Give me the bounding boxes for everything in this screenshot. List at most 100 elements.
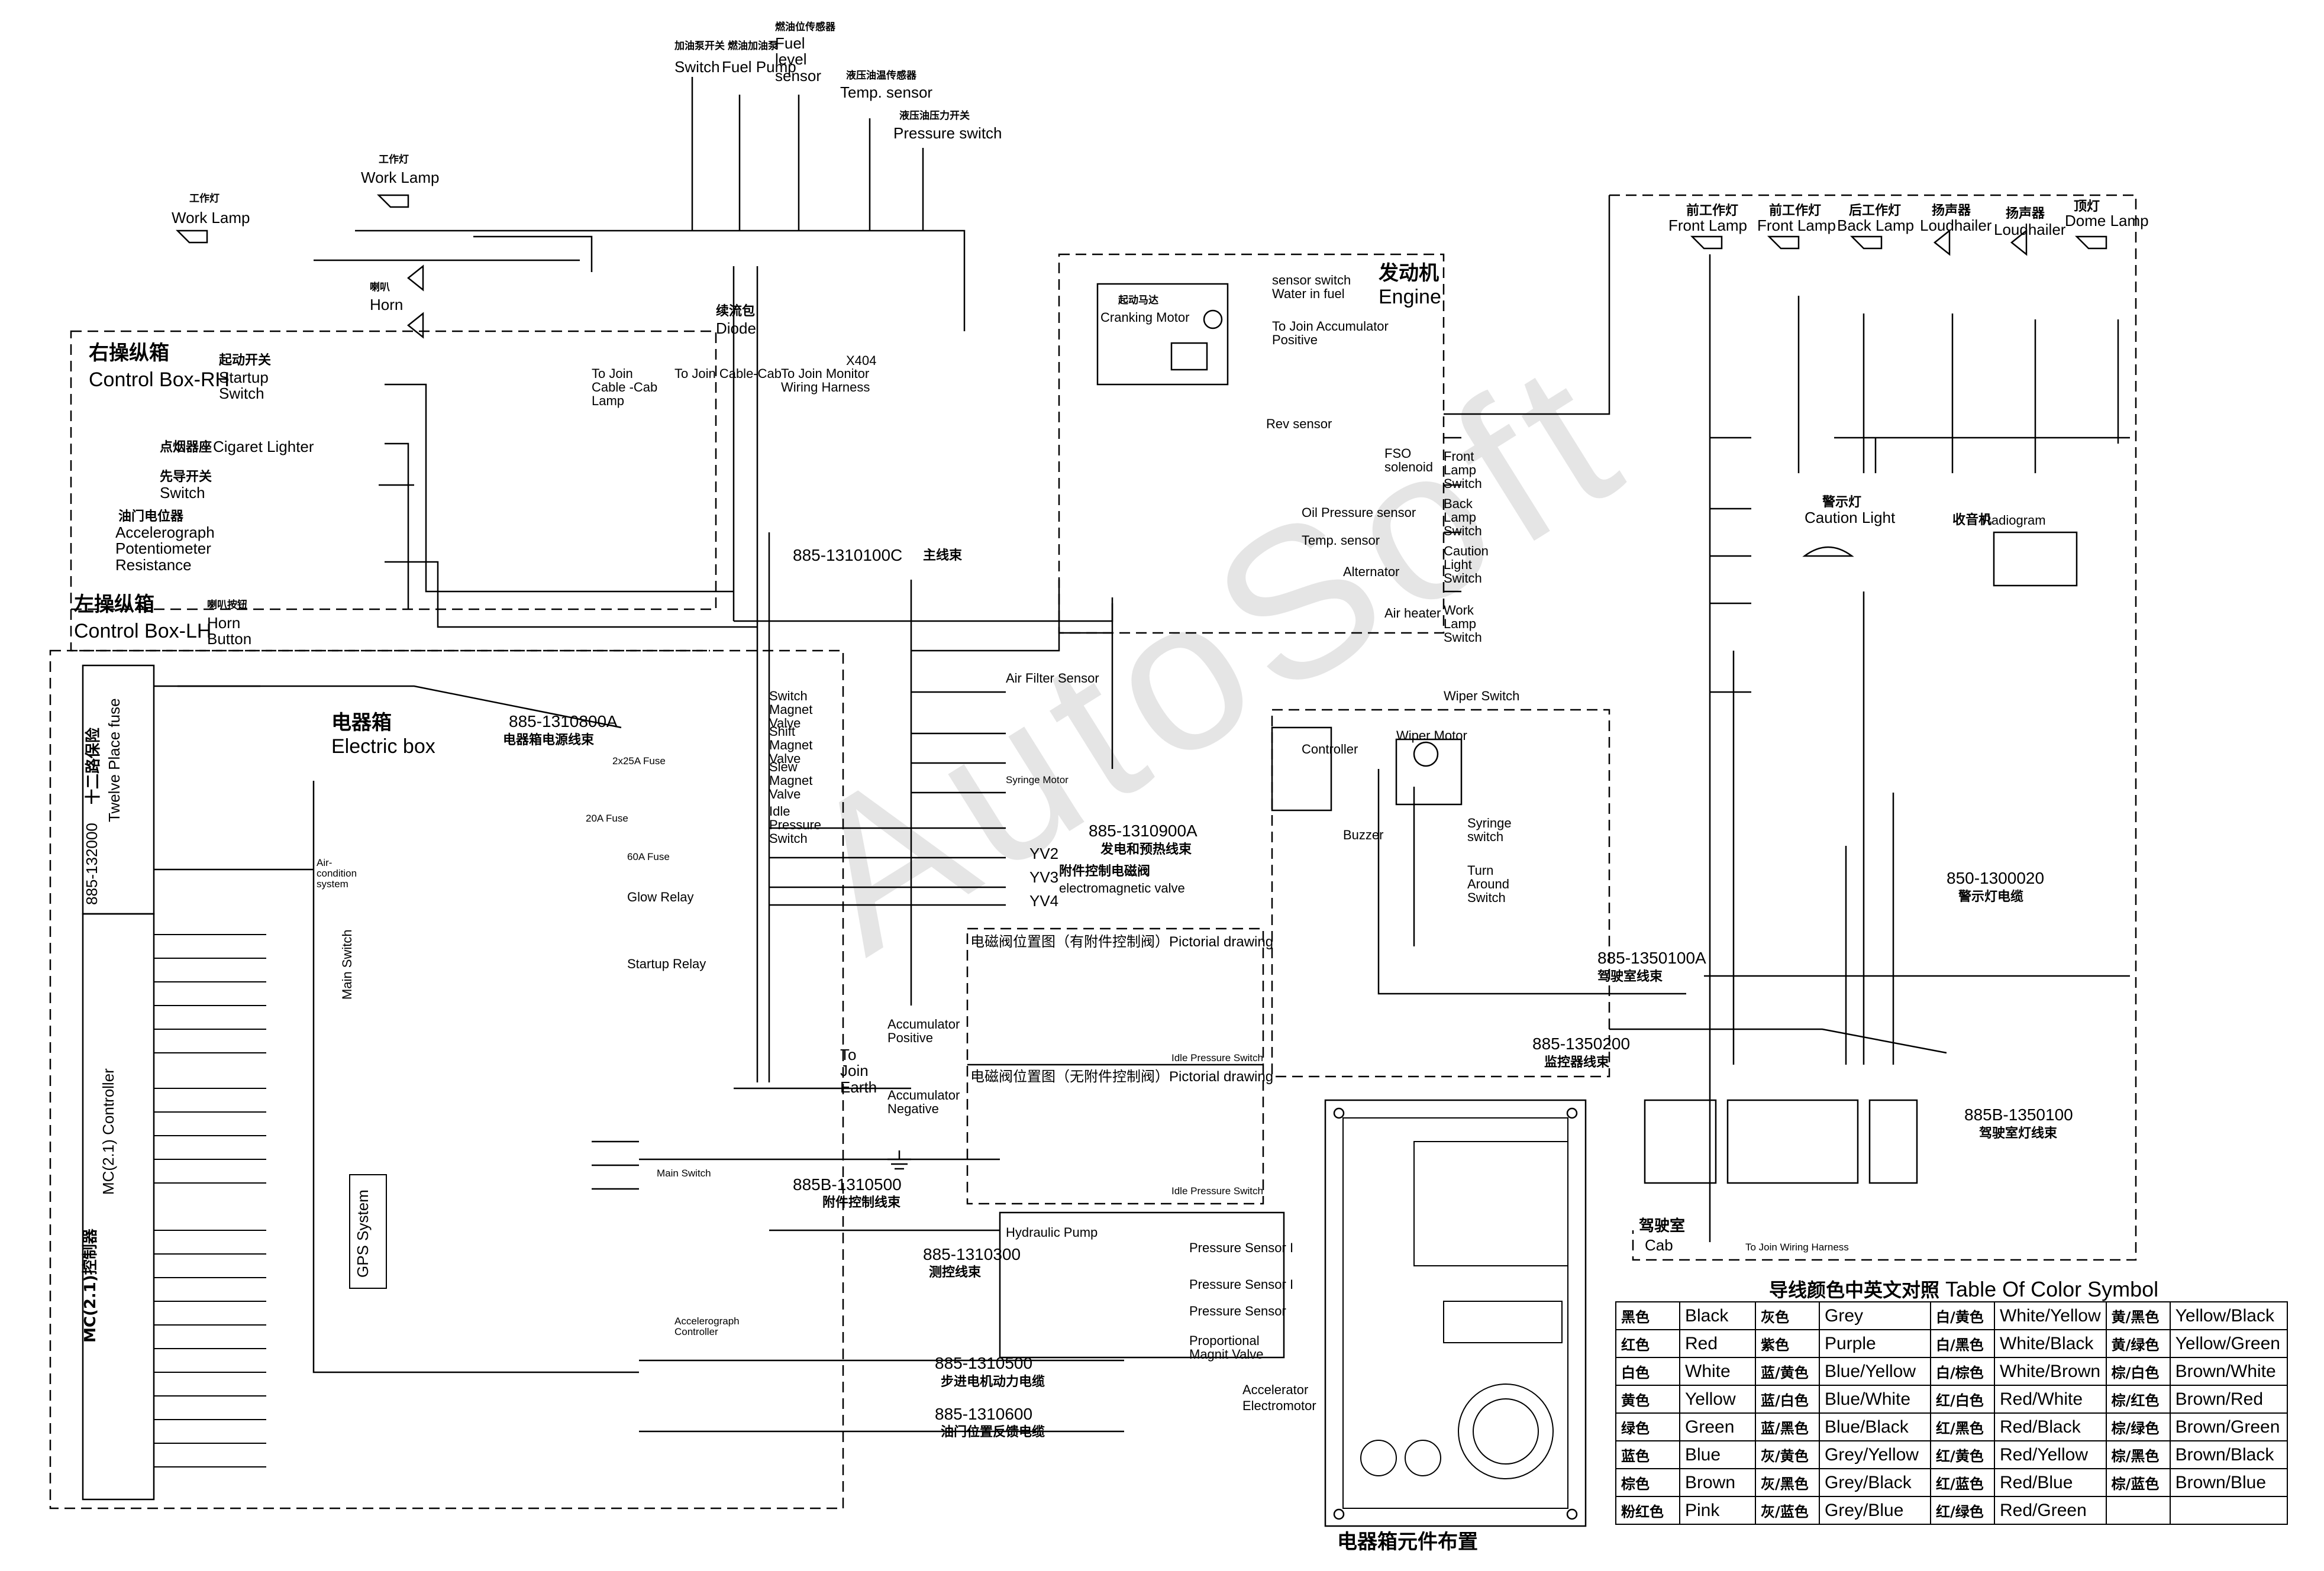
fso-solenoid-label: FSO solenoid [1384, 446, 1433, 475]
caution-light-switch-label: Caution Light Switch [1444, 544, 1489, 586]
pressure-sensor-label: Pressure Sensor [1189, 1304, 1286, 1318]
fuel-level-zh: 燃油位传感器 [775, 21, 835, 33]
cigar-zh: 点烟器座 [160, 440, 212, 455]
attach-harness-pn: 885B-1310500 [793, 1175, 902, 1194]
gps-label: GPS System [354, 1189, 372, 1278]
color-cell-zh: 红/蓝色 [1930, 1468, 1995, 1497]
main-harness-zh: 主线束 [923, 548, 963, 563]
fuel-level-sensor-label: Fuel level sensor [775, 34, 822, 85]
accumulator-positive-label: To Join Accumulator Positive [1272, 319, 1389, 348]
slew-magnet-label: Slew Magnet Valve [769, 759, 813, 802]
control-box-rh-zh: 右操纵箱 [89, 341, 169, 365]
engine-zh: 发动机 [1379, 261, 1439, 285]
pressure-sensor-2-label: Pressure Sensor I [1189, 1277, 1294, 1292]
fuse-20-label: 20A Fuse [586, 813, 628, 824]
color-cell-en: Brown/Red [2169, 1385, 2288, 1414]
cab-harness-pn: 885-1350100A [1597, 949, 1706, 967]
color-cell-en: Red/Yellow [1994, 1440, 2107, 1469]
back-lamp-zh: 后工作灯 [1849, 203, 1902, 218]
fuse-25-label: 2x25A Fuse [612, 755, 666, 767]
pilot-switch-zh: 先导开关 [160, 470, 212, 484]
color-table-title: 导线颜色中英文对照 Table Of Color Symbol [1769, 1275, 2158, 1302]
loudhailer-label-1: Loudhailer [1920, 216, 1992, 234]
color-cell-en: White [1679, 1357, 1756, 1386]
oil-pressure-label: Oil Pressure sensor [1302, 505, 1416, 520]
monitor-harness-zh: 监控器线束 [1544, 1055, 1610, 1070]
attach-harness-zh: 附件控制线束 [822, 1195, 901, 1210]
color-cell-zh: 粉红色 [1615, 1496, 1680, 1525]
idle-pressure-switch-2: Idle Pressure Switch [1171, 1185, 1263, 1197]
turn-around-switch-label: Turn Around Switch [1467, 863, 1509, 906]
stepper-harness-zh: 步进电机动力电缆 [941, 1375, 1045, 1389]
color-cell-en: Blue/Black [1819, 1412, 1931, 1441]
x404-label: X404 [846, 353, 877, 368]
loudhailer-label-2: Loudhailer [1994, 221, 2066, 238]
color-cell-en: Red/Black [1994, 1412, 2107, 1441]
controller-zh: MC(2.1)控制器 [82, 1229, 99, 1343]
temp-sensor-2-label: Temp. sensor [1302, 533, 1380, 548]
loudhailer-zh-2: 扬声器 [2006, 206, 2045, 221]
color-cell-zh: 灰色 [1755, 1301, 1820, 1330]
radiogram-zh: 收音机 [1952, 513, 1992, 528]
accel-controller-label: Accelerograph Controller [674, 1315, 740, 1337]
caution-harness-zh: 警示灯电缆 [1958, 890, 2024, 904]
horn-button-zh: 喇叭按钮 [207, 599, 247, 611]
color-cell-zh: 紫色 [1755, 1329, 1820, 1358]
cab-harness-zh: 驾驶室线束 [1597, 969, 1663, 984]
color-cell-zh: 绿色 [1615, 1412, 1680, 1441]
color-cell-zh: 红色 [1615, 1329, 1680, 1358]
engine-label: Engine [1379, 286, 1441, 308]
color-cell-en: White/Brown [1994, 1357, 2107, 1386]
dome-lamp-label: Dome Lamp [2065, 212, 2149, 229]
color-cell-zh: 灰/黄色 [1755, 1440, 1820, 1469]
air-filter-label: Air Filter Sensor [1006, 671, 1099, 686]
control-box-rh-label: Control Box-RH [89, 368, 230, 391]
color-cell-en: Pink [1679, 1496, 1756, 1525]
air-heater-label: Air heater [1384, 606, 1441, 620]
elec-harness-zh: 电器箱电源线束 [503, 733, 595, 748]
prop-valve-label: Proportional Magnit Valve [1189, 1333, 1264, 1362]
join-wiring-label: To Join Wiring Harness [1745, 1242, 1849, 1253]
color-cell-en: Yellow/Green [2169, 1329, 2288, 1358]
color-cell-en: Grey/Blue [1819, 1496, 1931, 1525]
color-cell-zh: 黄/绿色 [2105, 1329, 2171, 1358]
startup-switch-label: Startup Switch [219, 368, 269, 403]
front-lamp-label-2: Front Lamp [1757, 216, 1836, 234]
accumulator-pos-label: Accumulator Positive [887, 1017, 960, 1046]
fuse-box-pn: 885-132000 [83, 823, 101, 905]
radiogram-label: Radiogram [1982, 513, 2046, 528]
rev-sensor-label: Rev sensor [1266, 416, 1332, 431]
twelve-fuse-label: Twelve Place fuse [105, 698, 123, 822]
work-lamp-label: Work Lamp [361, 169, 440, 186]
main-harness-pn: 885-1310100C [793, 546, 903, 564]
join-earth-label: To Join Earth [840, 1046, 877, 1096]
color-cell-zh: 黑色 [1615, 1301, 1680, 1330]
accelerator-label: Accelerator [1242, 1382, 1309, 1397]
cab-lamp-harness-pn: 885B-1350100 [1964, 1105, 2073, 1124]
controller-label: MC(2.1) Controller [99, 1068, 117, 1195]
color-table-title-en: Table Of Color Symbol [1945, 1277, 2159, 1301]
color-cell-en: Brown/Green [2169, 1412, 2288, 1441]
buzzer-label: Buzzer [1343, 827, 1384, 842]
gen-harness-zh: 发电和预热线束 [1100, 842, 1192, 857]
color-cell-zh: 蓝/黑色 [1755, 1412, 1820, 1441]
color-cell-en: Purple [1819, 1329, 1931, 1358]
main-switch-label: Main Switch [340, 929, 354, 1000]
accel-zh: 油门电位器 [118, 509, 184, 524]
color-cell-zh: 黄色 [1615, 1385, 1680, 1414]
color-cell-en: Blue [1679, 1440, 1756, 1469]
color-cell-zh [2105, 1496, 2171, 1525]
color-cell-zh: 棕/蓝色 [2105, 1468, 2171, 1497]
color-cell-en: White/Black [1994, 1329, 2107, 1358]
color-cell-en: Green [1679, 1412, 1756, 1441]
color-cell-en: Red/White [1994, 1385, 2107, 1414]
switch-label: Switch [674, 58, 720, 76]
syringe-motor-label: Syringe Motor [1006, 774, 1069, 786]
work-lamp-label-2: Work Lamp [172, 209, 250, 227]
color-cell-zh: 白/黄色 [1930, 1301, 1995, 1330]
color-cell-zh: 红/绿色 [1930, 1496, 1995, 1525]
